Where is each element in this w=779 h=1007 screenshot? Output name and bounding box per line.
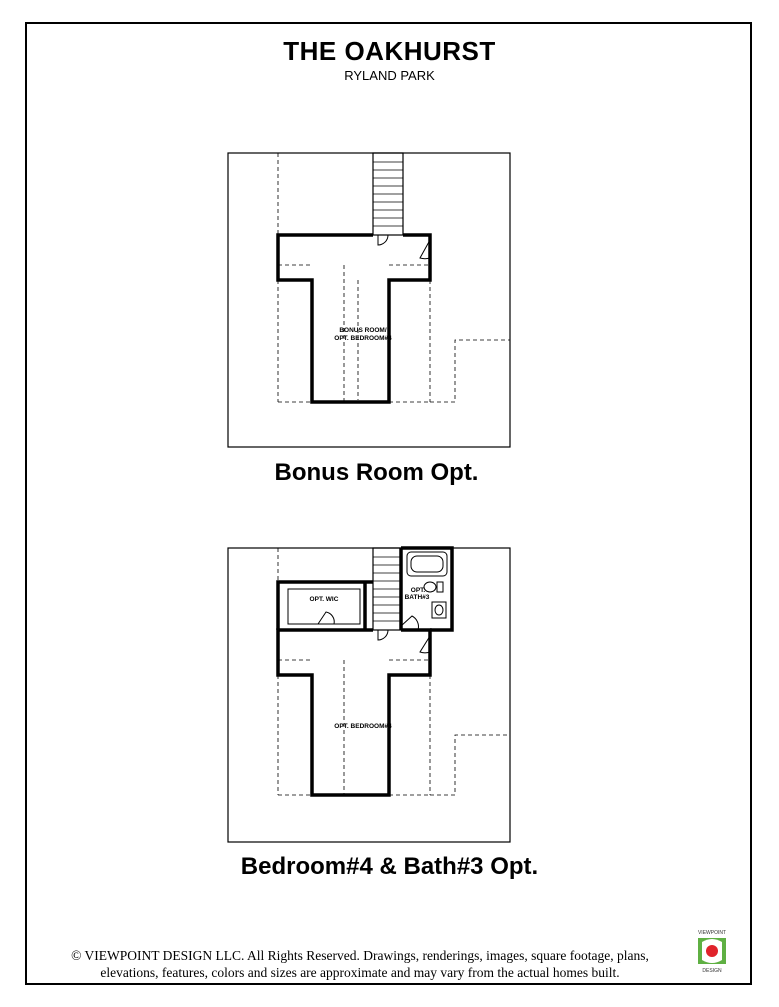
room-label-bedroom: OPT. BEDROOM#4 xyxy=(334,723,392,730)
wic-outline xyxy=(287,588,361,625)
doors xyxy=(377,234,431,260)
stairs xyxy=(372,547,402,631)
doors xyxy=(317,611,431,654)
page-subtitle: RYLAND PARK xyxy=(344,68,435,83)
room-label-bonus-line1: BONUS ROOM/ xyxy=(339,327,387,334)
bath-fixtures xyxy=(406,551,448,619)
room-label-wic: OPT. WIC xyxy=(310,596,339,603)
plan-frame xyxy=(227,547,511,843)
copyright-footer: © VIEWPOINT DESIGN LLC. All Rights Reser… xyxy=(45,947,675,981)
page-title: THE OAKHURST xyxy=(283,36,496,66)
caption-bedroom-bath: Bedroom#4 & Bath#3 Opt. xyxy=(240,853,539,880)
room-label-bonus-line2: OPT. BEDROOM#4 xyxy=(334,335,392,342)
viewpoint-design-logo: VIEWPOINT DESIGN xyxy=(690,928,734,974)
svg-text:DESIGN: DESIGN xyxy=(702,968,722,974)
room-label-bath-line2: BATH#3 xyxy=(405,594,430,601)
caption-bonus-room: Bonus Room Opt. xyxy=(274,459,479,486)
dashed-outlines xyxy=(277,548,510,796)
sheet-border xyxy=(25,22,752,985)
dashed-outlines xyxy=(277,153,510,403)
room-label-bath-line1: OPT. xyxy=(411,587,426,594)
walls xyxy=(276,233,432,404)
svg-text:VIEWPOINT: VIEWPOINT xyxy=(698,930,726,936)
copyright-line-2: elevations, features, colors and sizes a… xyxy=(100,965,620,980)
plan-frame xyxy=(227,152,511,448)
copyright-line-1: © VIEWPOINT DESIGN LLC. All Rights Reser… xyxy=(71,948,649,963)
walls xyxy=(276,546,454,797)
